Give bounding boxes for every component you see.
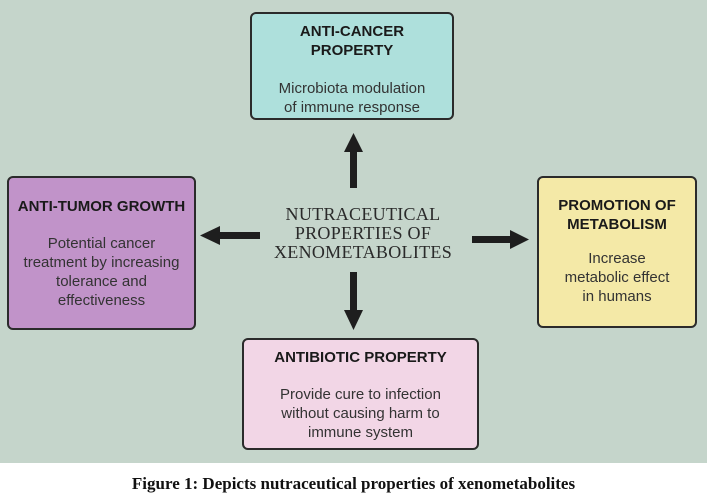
node-description: Potential cancer treatment by increasing…: [23, 235, 180, 309]
node-title: PROMOTION OF METABOLISM: [558, 197, 676, 233]
diagram-canvas: ANTI-CANCER PROPERTY Microbiota modulati…: [0, 0, 707, 463]
node-anti-cancer-property: ANTI-CANCER PROPERTY Microbiota modulati…: [250, 12, 454, 120]
node-description: Provide cure to infection without causin…: [280, 386, 441, 441]
arrow-down: [344, 272, 363, 330]
node-title: ANTI-CANCER PROPERTY: [299, 23, 405, 59]
node-anti-tumor-growth: ANTI-TUMOR GROWTH Potential cancer treat…: [7, 176, 196, 330]
figure-caption: Figure 1: Depicts nutraceutical properti…: [131, 474, 576, 493]
node-title: ANTIBIOTIC PROPERTY: [274, 349, 447, 366]
center-label: NUTRACEUTICAL PROPERTIES OF XENOMETABOLI…: [273, 204, 453, 262]
arrow-up: [344, 133, 363, 188]
arrows-layer: [200, 133, 529, 330]
node-promotion-of-metabolism: PROMOTION OF METABOLISM Increase metabol…: [537, 176, 697, 328]
arrow-left: [200, 226, 260, 245]
node-title: ANTI-TUMOR GROWTH: [17, 198, 186, 215]
arrow-right: [472, 230, 529, 249]
node-description: Increase metabolic effect in humans: [564, 250, 670, 305]
node-description: Microbiota modulation of immune response: [278, 80, 426, 116]
node-antibiotic-property: ANTIBIOTIC PROPERTY Provide cure to infe…: [242, 338, 479, 450]
